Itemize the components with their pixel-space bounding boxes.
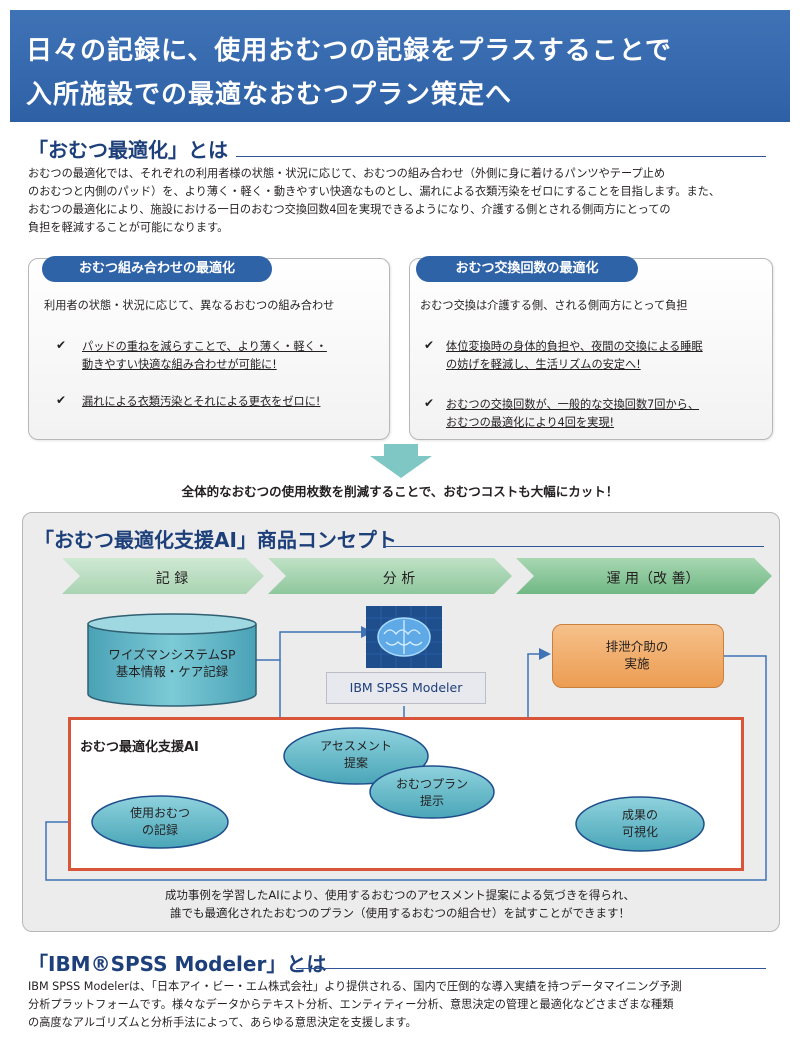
paragraph-line: の高度なアルゴリズムと分析手法によって、あらゆる意思決定を支援します。 (28, 1016, 417, 1029)
down-arrow-icon (370, 444, 432, 478)
step-analysis-label: 分 析 (382, 571, 416, 587)
item-line: おむつの交換回数が、一般的な交換回数7回から、 (446, 398, 700, 411)
paragraph-line: 分析プラットフォームです。様々なデータからテキスト分析、エンティティー分析、意思… (28, 998, 674, 1011)
result-label-line: 成果の (621, 808, 658, 822)
caption-line: 誰でも最適化されたおむつのプラン（使用するおむつの組合せ）を試すことができます！ (170, 906, 630, 920)
plan-label-line: 提示 (419, 794, 444, 808)
assessment-label: アセスメント 提案 (286, 738, 426, 772)
usage-node (91, 795, 229, 849)
usage-label: 使用おむつ の記録 (92, 805, 228, 839)
chevron-operation (516, 558, 772, 594)
database-label-line: 基本情報・ケア記録 (115, 664, 229, 679)
card-exchange-subtitle: おむつ交換は介護する側、される側両方にとって負担 (420, 299, 688, 312)
card-exchange-title: おむつ交換回数の最適化 (416, 256, 638, 282)
result-node (575, 796, 705, 852)
step-record-label: 記 録 (155, 571, 189, 587)
section-title-spss: 「IBM®SPSS Modeler」とは (28, 952, 327, 976)
section2-paragraph: IBM SPSS Modelerは、「日本アイ・ビー・エム株式会社」より提供され… (28, 978, 682, 1032)
database-label-line: ワイズマンシステムSP (108, 647, 236, 662)
step-operation-label: 運 用（改 善） (606, 571, 700, 587)
chevron-analysis (268, 558, 512, 594)
card-exchange-item-2: おむつの交換回数が、一般的な交換回数7回から、 おむつの最適化により4回を実現! (446, 396, 699, 432)
summary-text: 全体的なおむつの使用枚数を削減することで、おむつコストも大幅にカット！ (181, 484, 619, 499)
concept-caption: 成功事例を学習したAIにより、使用するおむつのアセスメント提案による気づきを得ら… (22, 886, 778, 922)
ai-frame-label: おむつ最適化支援AI (80, 740, 199, 755)
result-label-line: 可視化 (621, 825, 658, 839)
result-label: 成果の 可視化 (576, 807, 704, 841)
paragraph-line: おむつの最適化では、それぞれの利用者様の状態・状況に応じて、おむつの組み合わせ（… (28, 167, 666, 180)
spss-modeler-label: IBM SPSS Modeler (326, 672, 486, 704)
chevron-record (62, 558, 264, 594)
card-exchange-item-1: 体位変換時の身体的負担や、夜間の交換による睡眠 の妨げを軽減し、生活リズムの安定… (446, 338, 703, 374)
database-icon (87, 613, 257, 707)
brain-icon (366, 606, 442, 668)
care-label-line: 実施 (624, 656, 650, 671)
item-line: パッドの重ねを減らすことで、より薄く・軽く・ (82, 340, 327, 353)
usage-label-line: 使用おむつ (129, 806, 190, 820)
item-line: 体位変換時の身体的負担や、夜間の交換による睡眠 (446, 340, 703, 353)
care-label: 排泄介助の 実施 (552, 638, 722, 672)
assessment-node (283, 727, 429, 785)
card-combination-title: おむつ組み合わせの最適化 (42, 256, 272, 282)
item-line: おむつの最適化により4回を実現! (446, 416, 615, 429)
item-line: 動きやすい快適な組み合わせが可能に! (82, 358, 277, 371)
card-combination (28, 258, 390, 440)
section-rule (296, 968, 766, 969)
check-icon: ✔ (424, 338, 435, 352)
usage-label-line: の記録 (141, 823, 178, 837)
check-icon: ✔ (56, 393, 67, 407)
section-title-optimization: 「おむつ最適化」とは (28, 138, 228, 162)
item-line: の妨げを軽減し、生活リズムの安定へ! (446, 358, 641, 371)
header-line-1: 日々の記録に、使用おむつの記録をプラスすることで (26, 36, 672, 66)
concept-title: 「おむつ最適化支援AI」商品コンセプト (34, 528, 397, 552)
paragraph-line: のおむつと内側のパッド）を、より薄く・軽く・動きやすい快適なものとし、漏れによる… (28, 185, 721, 198)
card-exchange (409, 258, 773, 440)
process-chevrons (62, 558, 772, 594)
card-combination-subtitle: 利用者の状態・状況に応じて、異なるおむつの組み合わせ (44, 299, 335, 312)
plan-node (369, 765, 495, 819)
paragraph-line: 負担を軽減することが可能になります。 (28, 221, 229, 234)
assessment-label-line: アセスメント (320, 739, 392, 753)
check-icon: ✔ (424, 396, 435, 410)
card-combination-item-2: 漏れによる衣類汚染とそれによる更衣をゼロに! (82, 395, 321, 408)
header-banner: 日々の記録に、使用おむつの記録をプラスすることで 入所施設での最適なおむつプラン… (10, 10, 790, 122)
plan-label-line: おむつプラン (395, 777, 468, 791)
paragraph-line: おむつの最適化により、施設における一日のおむつ交換回数4回を実現できるようになり… (28, 203, 671, 216)
plan-label: おむつプラン 提示 (370, 776, 494, 810)
section-rule (384, 546, 764, 547)
check-icon: ✔ (56, 338, 67, 352)
assessment-label-line: 提案 (343, 756, 368, 770)
database-label: ワイズマンシステムSP 基本情報・ケア記録 (86, 646, 258, 680)
section1-paragraph: おむつの最適化では、それぞれの利用者様の状態・状況に応じて、おむつの組み合わせ（… (28, 165, 720, 237)
section-rule (236, 156, 766, 157)
paragraph-line: IBM SPSS Modelerは、「日本アイ・ビー・エム株式会社」より提供され… (28, 980, 682, 993)
header-line-2: 入所施設での最適なおむつプラン策定へ (26, 80, 513, 110)
care-box (552, 624, 724, 688)
care-label-line: 排泄介助の (605, 639, 669, 654)
caption-line: 成功事例を学習したAIにより、使用するおむつのアセスメント提案による気づきを得ら… (164, 888, 636, 902)
card-combination-item-1: パッドの重ねを減らすことで、より薄く・軽く・ 動きやすい快適な組み合わせが可能に… (82, 338, 327, 374)
